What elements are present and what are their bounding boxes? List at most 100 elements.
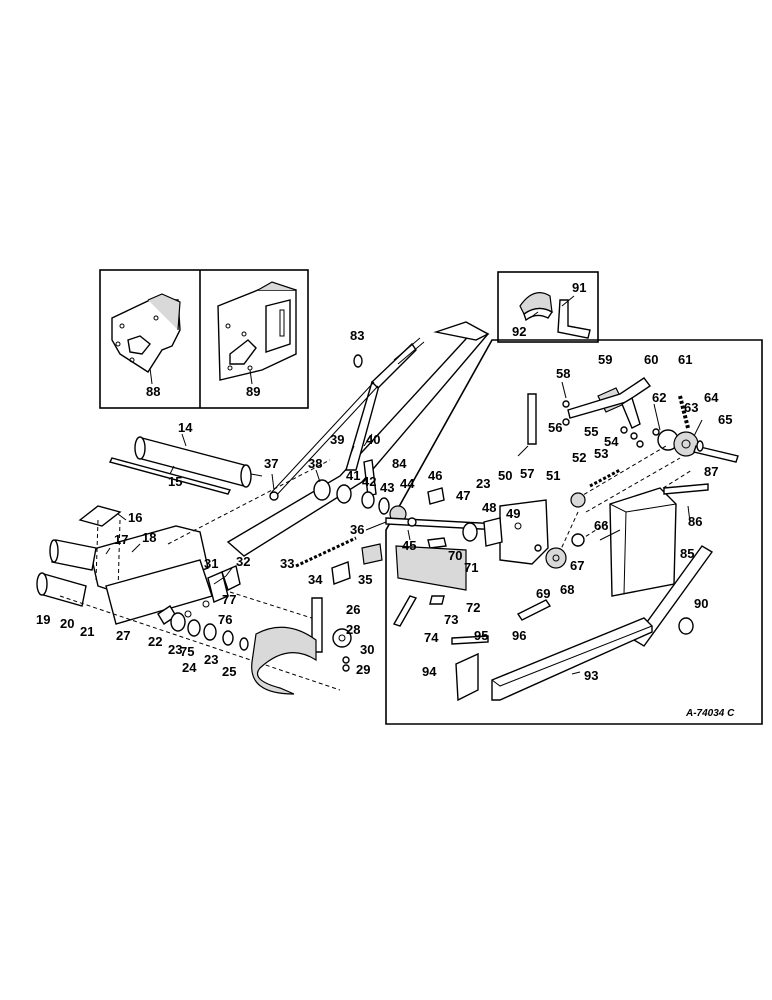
part-64-sprocket	[652, 428, 699, 457]
callout-54: 54	[604, 434, 619, 449]
callout-45: 45	[402, 538, 416, 553]
callout-26: 26	[346, 602, 360, 617]
axis-line-3	[229, 591, 319, 621]
part-14-roller	[134, 436, 263, 488]
callout-19: 19	[36, 612, 50, 627]
small-hardware	[562, 400, 644, 448]
part-88-bracket	[111, 293, 181, 385]
part-31-bracket	[207, 565, 241, 603]
callout-93: 93	[584, 668, 598, 683]
part-36-shaft	[385, 517, 501, 531]
axis-line-2	[167, 459, 331, 545]
part-73-clip	[429, 595, 445, 605]
part-17-tube	[49, 539, 97, 571]
part-61-chain	[678, 395, 690, 429]
callout-91: 91	[572, 280, 586, 295]
part-34-bracket	[331, 561, 351, 585]
callout-46: 46	[428, 468, 442, 483]
callout-94: 94	[422, 664, 437, 679]
callout-25: 25	[222, 664, 236, 679]
part-86-bar	[663, 483, 709, 495]
part-15-strip	[108, 457, 232, 495]
callout-84: 84	[392, 456, 407, 471]
callout-86: 86	[688, 514, 702, 529]
callout-58: 58	[556, 366, 570, 381]
part-83-spring	[353, 337, 425, 368]
callout-23c: 23	[476, 476, 490, 491]
inset-box-88-89	[99, 269, 309, 409]
callout-20: 20	[60, 616, 74, 631]
callout-34: 34	[308, 572, 323, 587]
part-92-clamp	[519, 292, 553, 322]
main-beam	[226, 321, 490, 557]
callout-16: 16	[128, 510, 142, 525]
part-35-block	[361, 543, 383, 565]
callout-87: 87	[704, 464, 718, 479]
part-66-hopper	[609, 487, 677, 597]
callout-55: 55	[584, 424, 598, 439]
part-26-shoe	[251, 597, 323, 695]
callout-69: 69	[536, 586, 550, 601]
callout-71: 71	[464, 560, 478, 575]
reference-code: A-74034 C	[685, 708, 735, 719]
callout-22: 22	[148, 634, 162, 649]
callout-39: 39	[330, 432, 344, 447]
part-93-trough	[491, 617, 653, 701]
callout-36: 36	[350, 522, 364, 537]
axis-line-1	[59, 595, 341, 691]
callout-56: 56	[548, 420, 562, 435]
callout-51: 51	[546, 468, 560, 483]
part-51-sprocket	[570, 492, 586, 508]
callout-48: 48	[482, 500, 496, 515]
callout-38: 38	[308, 456, 322, 471]
callout-92: 92	[512, 324, 526, 339]
callout-67: 67	[570, 558, 584, 573]
callout-75: 75	[180, 644, 194, 659]
callout-23a: 23	[168, 642, 182, 657]
part-65-shaft	[693, 445, 739, 463]
callout-76: 76	[218, 612, 232, 627]
callout-85: 85	[680, 546, 694, 561]
callout-24: 24	[182, 660, 197, 675]
callout-33: 33	[280, 556, 294, 571]
part-70-clip	[427, 537, 447, 549]
callout-15: 15	[168, 474, 182, 489]
part-52-chain	[589, 468, 621, 488]
callout-59: 59	[598, 352, 612, 367]
callout-18: 18	[142, 530, 156, 545]
callout-52: 52	[572, 450, 586, 465]
part-frame-pan	[89, 519, 209, 597]
callout-62: 62	[652, 390, 666, 405]
callout-35: 35	[358, 572, 372, 587]
part-90-bushing	[678, 617, 694, 635]
part-28-sprocket	[332, 628, 352, 672]
callout-61: 61	[678, 352, 692, 367]
part-72-shield	[395, 545, 467, 591]
callout-49: 49	[506, 506, 520, 521]
inset-box-91-92	[497, 271, 599, 343]
callout-65: 65	[718, 412, 732, 427]
callout-96: 96	[512, 628, 526, 643]
hub-assembly	[269, 479, 407, 523]
callout-29: 29	[356, 662, 370, 677]
callout-64: 64	[704, 390, 719, 405]
callout-42: 42	[362, 474, 376, 489]
part-95-bar	[451, 635, 489, 645]
callout-43: 43	[380, 480, 394, 495]
part-94-plate	[455, 652, 479, 702]
part-91-angle-bracket	[557, 299, 591, 339]
part-85-bar	[632, 545, 714, 647]
callout-88: 88	[146, 384, 160, 399]
callout-83: 83	[350, 328, 364, 343]
callout-27: 27	[116, 628, 130, 643]
callout-37: 37	[264, 456, 278, 471]
inset-box-right-assembly	[385, 339, 763, 725]
bearing-set	[157, 600, 249, 651]
callout-14: 14	[178, 420, 193, 435]
part-89-bracket	[217, 281, 297, 385]
part-87-washer	[696, 440, 704, 452]
callout-72: 72	[466, 600, 480, 615]
callout-17: 17	[114, 532, 128, 547]
part-16-plate	[78, 505, 122, 527]
callout-57: 57	[520, 466, 534, 481]
